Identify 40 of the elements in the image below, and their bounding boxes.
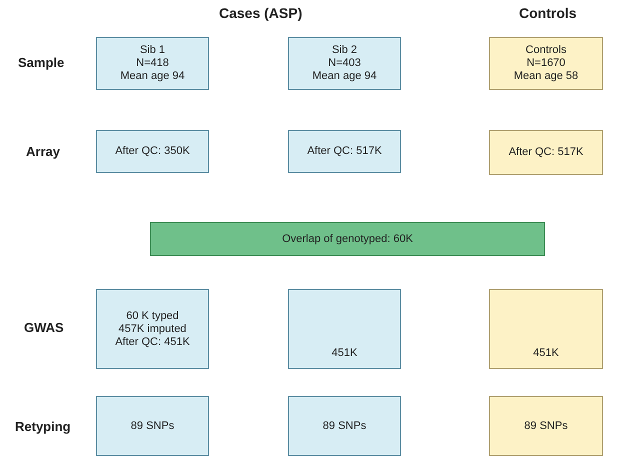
box-text: 89 SNPs	[524, 420, 568, 432]
data-box	[288, 130, 401, 173]
box-text: Sib 1	[140, 44, 166, 57]
box-text: 89 SNPs	[322, 420, 366, 432]
row-label: Array	[26, 144, 60, 159]
control-box	[489, 396, 603, 456]
row-label: GWAS	[24, 320, 64, 335]
overlap-bar	[150, 222, 545, 256]
control-box	[489, 37, 603, 90]
data-box	[96, 289, 209, 369]
data-box	[96, 37, 209, 90]
box-text: Mean age 94	[120, 70, 185, 83]
box-text: 457K imputed	[118, 322, 186, 336]
box-text: N=418	[136, 57, 169, 70]
box-text: After QC: 517K	[508, 146, 584, 159]
column-header: Controls	[519, 5, 577, 21]
box-text: 451K	[332, 347, 358, 360]
control-box	[489, 130, 603, 175]
box-text: Mean age 94	[312, 70, 377, 83]
row-label: Sample	[18, 55, 64, 70]
box-text: After QC: 350K	[115, 145, 190, 158]
box-text: 60 K typed	[126, 310, 179, 322]
row-label: Retyping	[15, 419, 71, 434]
box-text: Overlap of genotyped: 60K	[282, 232, 413, 246]
box-text: 89 SNPs	[130, 420, 174, 432]
box-text: 451K	[533, 347, 559, 360]
box-text: Sib 2	[332, 44, 358, 57]
box-text: N=1670	[526, 57, 566, 70]
box-text: After QC: 517K	[307, 145, 382, 158]
data-box	[288, 37, 401, 90]
box-text: Mean age 58	[514, 70, 578, 83]
column-header: Cases (ASP)	[219, 5, 302, 21]
box-text: Controls	[526, 44, 566, 57]
data-box	[96, 130, 209, 173]
data-box	[288, 289, 401, 369]
box-text: N=403	[328, 57, 361, 70]
data-box	[288, 396, 401, 456]
control-box	[489, 289, 603, 369]
box-text: After QC: 451K	[115, 336, 190, 348]
data-box	[96, 396, 209, 456]
